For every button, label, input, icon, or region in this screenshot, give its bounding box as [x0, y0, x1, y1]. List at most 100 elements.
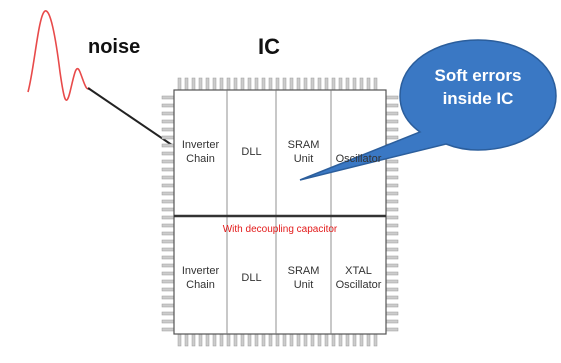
block-xtal-oscillator-bottom: XTAL Oscillator: [331, 264, 386, 292]
block-label: Oscillator: [335, 153, 382, 165]
ic-pin: [385, 255, 399, 260]
ic-pin: [161, 279, 175, 284]
ic-pin: [161, 215, 175, 220]
ic-pin: [161, 231, 175, 236]
ic-pin: [212, 77, 217, 91]
ic-pin: [161, 143, 175, 148]
ic-pin: [161, 207, 175, 212]
ic-pin: [191, 77, 196, 91]
ic-pin: [233, 333, 238, 347]
ic-pin: [373, 77, 378, 91]
ic-pin: [366, 333, 371, 347]
ic-pin: [161, 295, 175, 300]
ic-label: IC: [258, 34, 280, 59]
ic-pin: [303, 333, 308, 347]
ic-pin: [385, 327, 399, 332]
decoupling-capacitor-label: With decoupling capacitor: [222, 224, 338, 235]
ic-pin: [161, 191, 175, 196]
ic-pin: [345, 77, 350, 91]
ic-pin: [345, 333, 350, 347]
ic-pin: [385, 239, 399, 244]
block-label: Unit: [293, 153, 314, 165]
soft-error-callout-bubble: [299, 39, 557, 181]
ic-pin: [352, 77, 357, 91]
ic-pin: [268, 77, 273, 91]
block-oscillator-top: Oscillator: [331, 152, 386, 166]
block-label: SRAM: [287, 265, 320, 277]
ic-pin: [161, 199, 175, 204]
ic-pin: [310, 333, 315, 347]
ic-pin: [161, 127, 175, 132]
block-label: Chain: [186, 279, 215, 291]
ic-pin: [385, 311, 399, 316]
ic-pin: [161, 271, 175, 276]
block-label: DLL: [241, 146, 262, 158]
ic-pin: [161, 175, 175, 180]
ic-pin: [261, 333, 266, 347]
ic-pin: [385, 279, 399, 284]
ic-pin: [275, 333, 280, 347]
ic-pin: [161, 135, 175, 140]
ic-pin: [212, 333, 217, 347]
ic-pin: [289, 77, 294, 91]
block-label: Oscillator: [335, 279, 382, 291]
ic-pin: [338, 77, 343, 91]
block-sram-unit-top: SRAM Unit: [276, 138, 331, 166]
ic-pins-left: [161, 95, 175, 332]
ic-pin: [254, 77, 259, 91]
ic-pin: [385, 223, 399, 228]
noise-label: noise: [88, 36, 141, 58]
block-inverter-chain-top: Inverter Chain: [174, 138, 227, 166]
ic-pin: [317, 333, 322, 347]
ic-pin: [366, 77, 371, 91]
ic-pin: [240, 333, 245, 347]
ic-pin: [226, 333, 231, 347]
ic-pin: [219, 333, 224, 347]
ic-pin: [254, 333, 259, 347]
ic-pin: [385, 295, 399, 300]
ic-pin: [385, 263, 399, 268]
ic-pin: [296, 77, 301, 91]
block-sram-unit-bottom: SRAM Unit: [276, 264, 331, 292]
ic-pin: [385, 287, 399, 292]
ic-pin: [385, 167, 399, 172]
ic-pin: [184, 333, 189, 347]
block-label: Chain: [186, 153, 215, 165]
ic-pin: [331, 77, 336, 91]
ic-pin: [275, 77, 280, 91]
ic-pin: [161, 327, 175, 332]
ic-pin: [385, 303, 399, 308]
ic-pin: [324, 333, 329, 347]
ic-pin: [161, 247, 175, 252]
ic-pin: [385, 199, 399, 204]
ic-pin: [205, 333, 210, 347]
ic-chip-body: [173, 89, 387, 335]
ic-pin: [205, 77, 210, 91]
ic-pins-bottom: [177, 333, 378, 347]
block-dll-top: DLL: [227, 145, 276, 159]
ic-pin: [385, 231, 399, 236]
callout-line-2: inside IC: [442, 89, 514, 108]
ic-pin: [161, 151, 175, 156]
ic-pin: [373, 333, 378, 347]
soft-errors-callout-text: Soft errors inside IC: [403, 64, 553, 110]
ic-pin: [198, 77, 203, 91]
ic-pin: [296, 333, 301, 347]
block-dll-bottom: DLL: [227, 271, 276, 285]
ic-pin: [161, 111, 175, 116]
ic-pin: [184, 77, 189, 91]
ic-pin: [247, 77, 252, 91]
ic-pin: [352, 333, 357, 347]
ic-pins-right: [385, 95, 399, 332]
ic-pin: [268, 333, 273, 347]
ic-pin: [198, 333, 203, 347]
ic-pin: [331, 333, 336, 347]
ic-pin: [385, 159, 399, 164]
ic-pin: [385, 271, 399, 276]
ic-pin: [247, 333, 252, 347]
ic-pin: [303, 77, 308, 91]
ic-pin: [324, 77, 329, 91]
ic-pin: [385, 119, 399, 124]
ic-pin: [385, 95, 399, 100]
